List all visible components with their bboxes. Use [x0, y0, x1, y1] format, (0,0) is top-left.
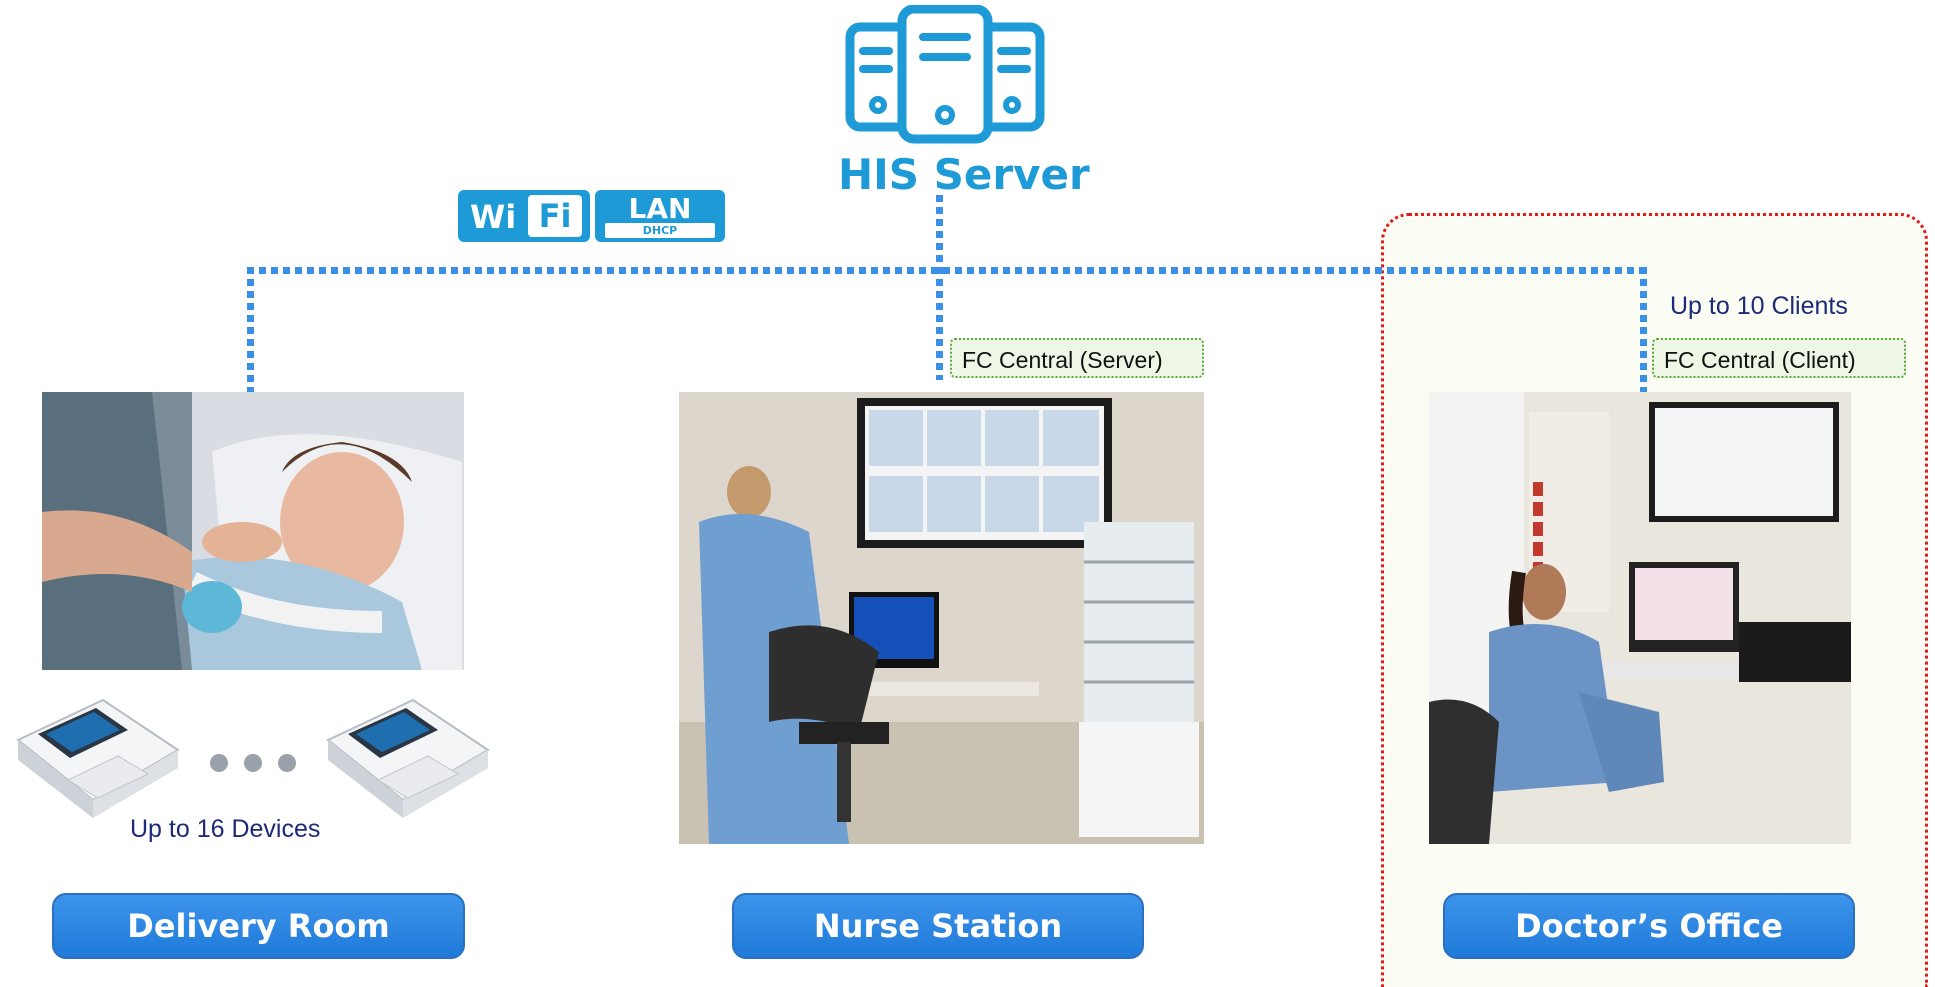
delivery-room-photo: [42, 392, 464, 670]
wifi-badge-right: Fi: [528, 195, 582, 237]
doctors-office-button[interactable]: Doctor’s Office: [1443, 893, 1855, 959]
lan-label: LAN: [628, 192, 692, 225]
delivery-room-button[interactable]: Delivery Room: [52, 893, 465, 959]
fetal-monitor-device-icon: [326, 698, 490, 818]
network-bus-line: [247, 267, 1647, 274]
clients-count-label: Up to 10 Clients: [1670, 292, 1848, 320]
delivery-connector-line: [247, 267, 254, 395]
wifi-badge: Wi Fi: [458, 190, 590, 242]
fc-central-client-tag: FC Central (Client): [1652, 338, 1906, 378]
nurse-station-button[interactable]: Nurse Station: [732, 893, 1144, 959]
server-rack-icon: [845, 5, 1045, 144]
server-connector-line: [936, 195, 943, 380]
more-devices-ellipsis: [208, 752, 298, 779]
wifi-badge-left: Wi: [470, 198, 517, 236]
nurse-station-photo: [679, 392, 1204, 844]
his-server-label: HIS Server: [838, 150, 1090, 199]
lan-badge: LAN DHCP: [595, 190, 725, 242]
doctors-office-photo: [1429, 392, 1851, 844]
dhcp-label: DHCP: [605, 223, 715, 238]
devices-count-label: Up to 16 Devices: [130, 815, 321, 843]
fetal-monitor-device-icon: [16, 698, 180, 818]
fc-central-server-tag: FC Central (Server): [950, 338, 1204, 378]
doctor-connector-line: [1640, 267, 1647, 395]
